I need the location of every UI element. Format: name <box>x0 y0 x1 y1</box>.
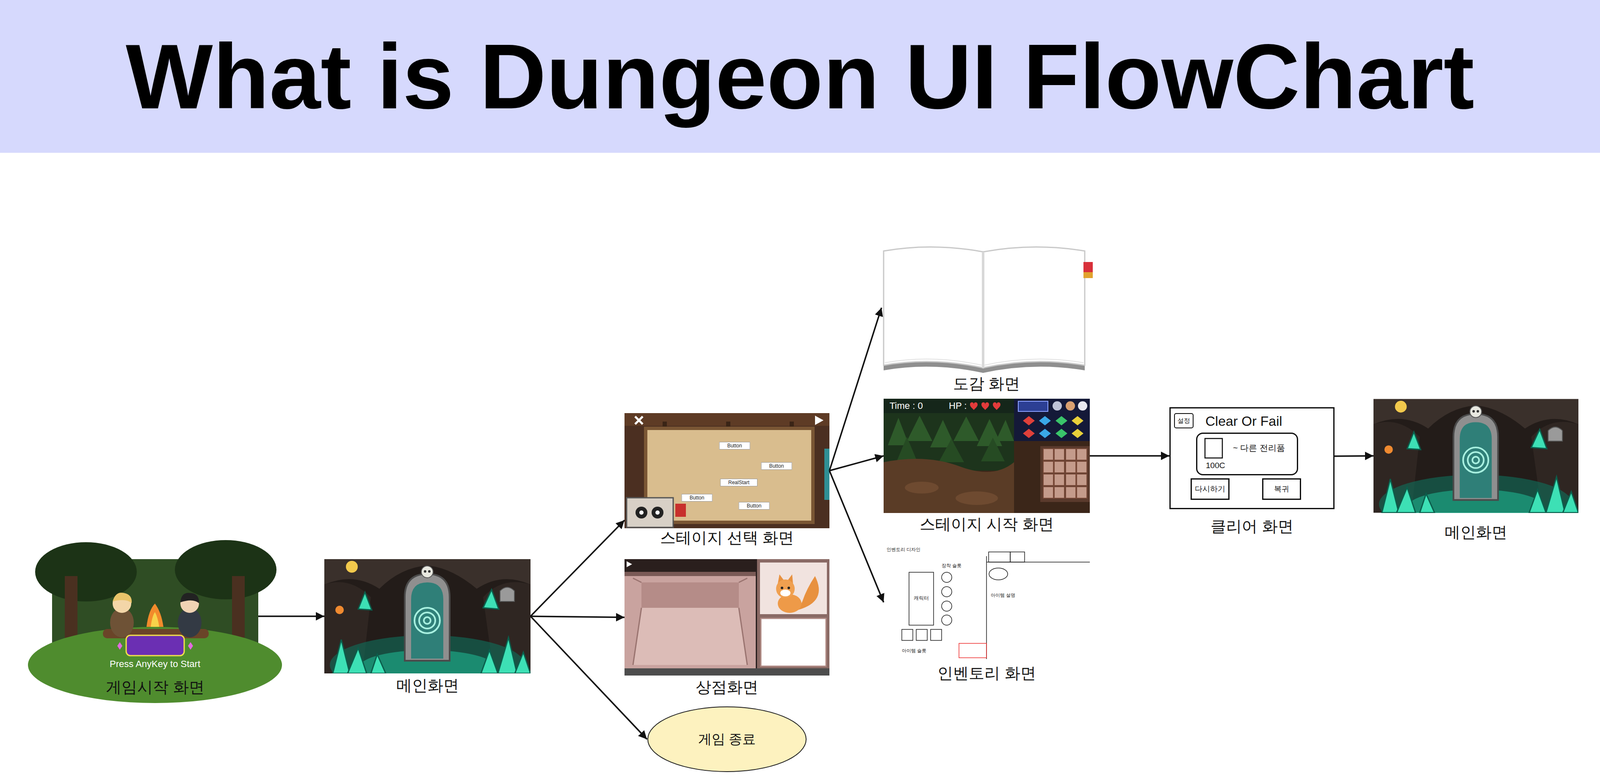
screen-text: Press AnyKey to Start <box>109 658 201 670</box>
screen-node: 메인화면 <box>1373 398 1579 514</box>
screen-node: 스테이지 선택 화면 <box>624 413 830 529</box>
flow-arrow <box>530 520 625 617</box>
node-text: 복귀 <box>1273 484 1290 494</box>
flow-arrow <box>829 307 882 471</box>
screen-node: 스테이지 시작 화면 <box>883 398 1090 514</box>
sketch-note: 아이템 슬롯 <box>901 648 927 654</box>
screen-node: 게임시작 화면 <box>52 559 259 674</box>
title-screen-art <box>27 540 282 704</box>
screen-node: 인벤토리 화면 <box>883 545 1090 660</box>
flow-arrow <box>530 616 625 618</box>
sketch-note: 캐릭터 <box>913 595 929 602</box>
panel-heading: Clear Or Fail <box>1205 413 1283 430</box>
screen-caption: 스테이지 선택 화면 <box>660 529 795 548</box>
stage-select-art <box>624 413 830 529</box>
flow-arrow <box>258 615 325 618</box>
flow-arrow <box>1334 455 1374 457</box>
flow-arrow <box>530 616 647 740</box>
screen-caption: 스테이지 시작 화면 <box>919 515 1054 534</box>
inventory-sketch <box>883 545 1090 660</box>
book-art <box>883 246 1093 374</box>
retry-button: 다시하기 <box>1190 478 1230 501</box>
screen-caption: 인벤토리 화면 <box>937 664 1036 683</box>
flow-arrow <box>1089 455 1170 457</box>
settings-button: 설정 <box>1174 413 1194 429</box>
node-text: 다시하기 <box>1194 484 1226 494</box>
sketch-note: 장착 슬롯 <box>941 563 962 569</box>
node-text: 설정 <box>1177 417 1191 425</box>
ui-button: Button <box>761 462 793 470</box>
ui-button: Button <box>681 494 713 502</box>
page-title: What is Dungeon UI FlowChart <box>125 30 1475 123</box>
screen-caption: 도감 화면 <box>953 375 1020 394</box>
result-panel: Clear Or Fail클리어 화면설정~ 다른 전리품100C다시하기복귀 <box>1169 407 1335 510</box>
price-text: 100C <box>1205 461 1225 471</box>
stage-play-art <box>883 398 1090 514</box>
screen-caption: 게임시작 화면 <box>105 678 205 697</box>
return-button: 복귀 <box>1262 478 1302 501</box>
ui-button: RealStart <box>720 478 758 487</box>
ui-button: Button <box>719 442 751 450</box>
reward-slot <box>1204 438 1223 459</box>
screen-caption: 클리어 화면 <box>1210 517 1294 537</box>
terminal-ellipse: 게임 종료 <box>646 706 807 773</box>
hud-text: Time : 0 <box>889 400 923 412</box>
hud-text: HP : <box>948 400 967 412</box>
screen-node: 상점화면 <box>624 559 830 676</box>
shop-art <box>624 559 830 676</box>
node-text: 게임 종료 <box>698 731 757 748</box>
screen-caption: 메인화면 <box>396 677 459 696</box>
screen-caption: 상점화면 <box>695 678 759 697</box>
screen-node: 도감 화면 <box>881 241 1092 374</box>
screen-caption: 메인화면 <box>1444 523 1508 542</box>
sketch-note: 아이템 설명 <box>990 592 1016 599</box>
screen-node: 메인화면 <box>324 559 531 674</box>
flow-arrow <box>829 455 884 471</box>
reward-box: ~ 다른 전리품 100C <box>1196 432 1299 476</box>
flow-arrow <box>829 470 884 603</box>
reward-text: ~ 다른 전리품 <box>1232 443 1285 454</box>
sketch-note: 인벤토리 디자인 <box>886 547 921 553</box>
ui-button: Button <box>738 502 770 510</box>
